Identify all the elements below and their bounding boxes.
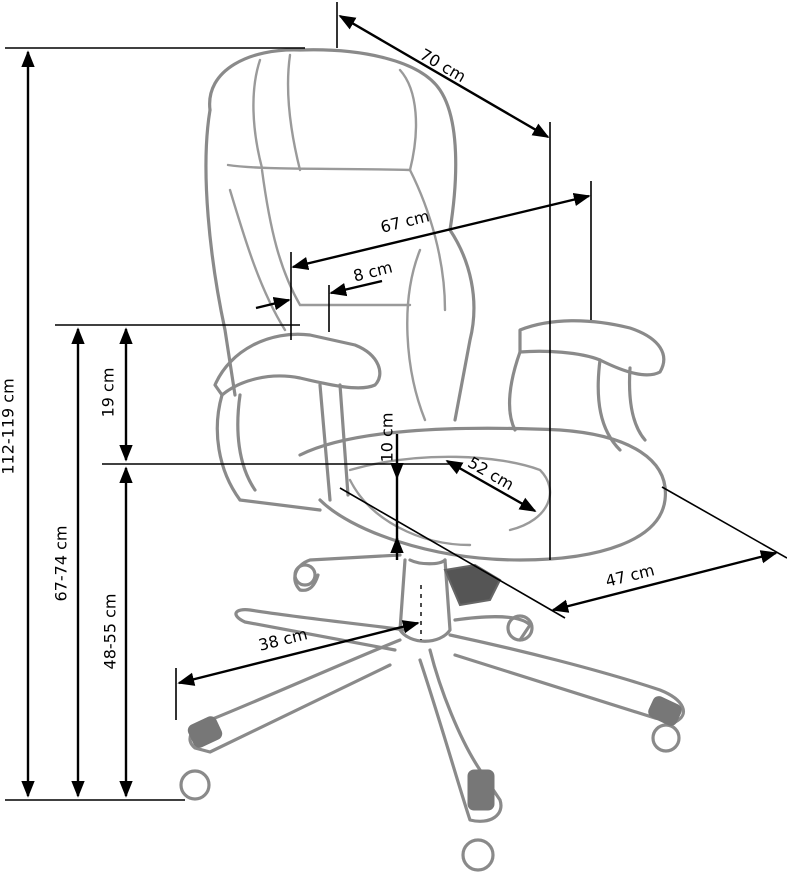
armrest-height-label: 67-74 cm [51,525,71,602]
armrest-above-seat-label: 19 cm [98,367,118,418]
dimension-lines [5,2,787,801]
overall-height-label: 112-119 cm [0,378,18,475]
seat-height-label: 48-55 cm [100,593,120,670]
height-adjustment-label: 10 cm [377,412,397,463]
chair-illustration [179,48,686,872]
